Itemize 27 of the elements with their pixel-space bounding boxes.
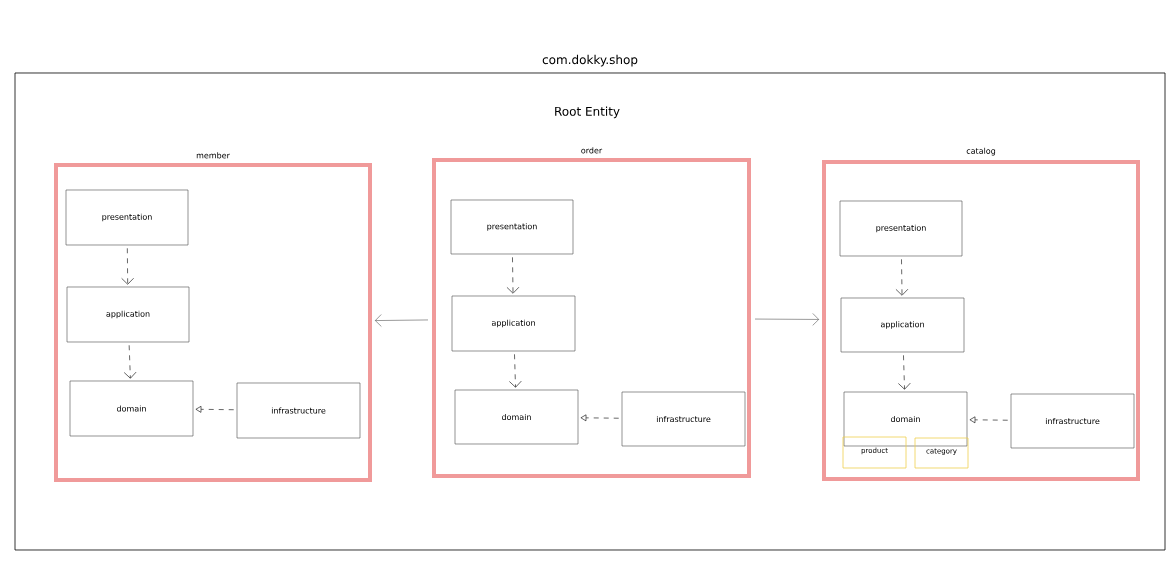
node-label: member	[196, 152, 230, 159]
layer-box: domain	[69, 380, 194, 437]
dependency-arrow	[895, 259, 909, 296]
layer-box: presentation	[839, 200, 963, 257]
layer-box: infrastructure	[236, 382, 361, 439]
arrow	[375, 314, 429, 327]
layer-box: infrastructure	[1010, 393, 1135, 449]
dependency-arrow	[509, 354, 522, 388]
layer-box: presentation	[450, 199, 574, 255]
dependency-arrow	[898, 355, 911, 390]
layer-box: domain	[454, 389, 579, 445]
node-label: catalog	[966, 147, 996, 156]
node-label: com.dokky.shop	[542, 54, 638, 67]
node-label: order	[581, 147, 603, 154]
dependency-arrow	[506, 257, 520, 294]
layer-box: application	[451, 295, 576, 352]
layer-box: presentation	[65, 189, 189, 246]
layer-box: domain	[843, 391, 968, 447]
arrow	[754, 313, 819, 326]
dependency-arrow	[123, 345, 137, 379]
dependency-arrow	[580, 414, 619, 422]
dependency-arrow	[121, 248, 134, 285]
dependency-arrow	[969, 416, 1008, 424]
layer-box: application	[66, 286, 190, 343]
dependency-arrow	[195, 405, 234, 413]
layer-box: application	[840, 297, 965, 353]
layer-box: infrastructure	[621, 391, 746, 447]
